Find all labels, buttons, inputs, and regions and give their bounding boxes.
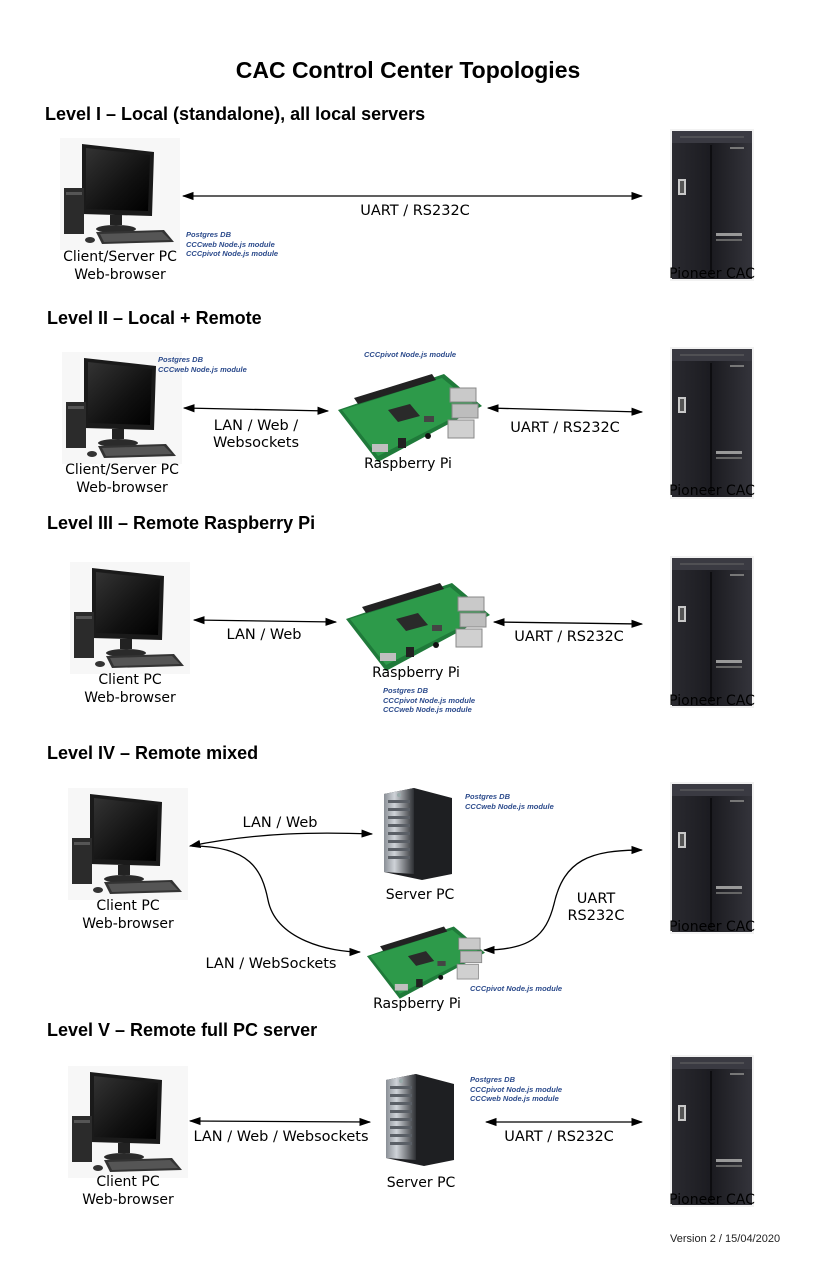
client-server-pc-label: Client/Server PC Web-browser <box>65 462 179 496</box>
server-pc-icon <box>386 1074 454 1166</box>
client-pc-icon <box>68 788 188 900</box>
link-label-uart: UART / RS232C <box>360 203 470 219</box>
pioneer-cac-icon <box>669 128 755 282</box>
link-label-uart: UART / RS232C <box>504 1129 614 1145</box>
raspberry-pi-icon <box>345 582 491 672</box>
link-pc-pi-arrow <box>182 404 330 415</box>
link-pi-cac-arrow <box>482 845 644 955</box>
client-server-pc-icon <box>60 138 180 250</box>
link-label-lan-web: LAN / Web <box>242 815 318 831</box>
page-title: CAC Control Center Topologies <box>235 57 581 83</box>
level-2-heading: Level II – Local + Remote <box>47 308 262 328</box>
level-3-heading: Level III – Remote Raspberry Pi <box>47 513 316 533</box>
link-label-uart: UART / RS232C <box>510 420 620 436</box>
link-pc-server-arrow <box>188 829 374 848</box>
link-pi-cac-arrow <box>492 618 644 628</box>
pioneer-cac-icon <box>669 1054 755 1208</box>
version-label: Version 2 / 15/04/2020 <box>670 1233 781 1245</box>
client-pc-icon <box>68 1066 188 1178</box>
link-pc-pi-arrow <box>191 845 362 957</box>
raspberry-pi-label: Raspberry Pi <box>372 665 460 681</box>
link-pc-server-arrow <box>188 1116 372 1127</box>
link-label-lan-web-websockets: LAN / Web / Websockets <box>212 418 300 451</box>
server-software-notes: Postgres DB CCCweb Node.js module <box>465 792 554 811</box>
server-pc-icon <box>384 788 452 880</box>
client-pc-label: Client PC Web-browser <box>84 672 176 706</box>
client-pc-label: Client PC Web-browser <box>82 1174 174 1208</box>
pioneer-cac-icon <box>669 346 755 500</box>
software-notes: Postgres DB CCCweb Node.js module CCCpiv… <box>186 230 279 258</box>
client-server-pc-label: Client/Server PC Web-browser <box>63 249 177 283</box>
pioneer-cac-label: Pioneer CAC <box>669 919 755 935</box>
level-5-heading: Level V – Remote full PC server <box>47 1020 318 1040</box>
client-pc-icon <box>70 562 190 674</box>
pc-software-notes: Postgres DB CCCweb Node.js module <box>158 355 247 374</box>
link-label-lan-websockets: LAN / WebSockets <box>205 956 337 972</box>
pioneer-cac-label: Pioneer CAC <box>669 483 755 499</box>
link-pc-pi-arrow <box>192 616 338 626</box>
link-label-uart: UART / RS232C <box>514 629 624 645</box>
server-pc-label: Server PC <box>386 1175 456 1191</box>
link-label-lan-web-websockets: LAN / Web / Websockets <box>193 1129 369 1145</box>
pioneer-cac-label: Pioneer CAC <box>669 266 755 282</box>
pi-software-notes: CCCpivot Node.js module <box>470 984 563 993</box>
pioneer-cac-icon <box>669 781 755 935</box>
raspberry-pi-label: Raspberry Pi <box>364 456 452 472</box>
raspberry-pi-icon <box>337 373 483 463</box>
raspberry-pi-icon <box>366 926 486 1000</box>
level-1-heading: Level I – Local (standalone), all local … <box>45 104 426 124</box>
pioneer-cac-label: Pioneer CAC <box>669 1192 755 1208</box>
server-pc-label: Server PC <box>385 887 455 903</box>
link-label-lan-web: LAN / Web <box>226 627 302 643</box>
pioneer-cac-icon <box>669 555 755 709</box>
link-pi-cac-arrow <box>486 404 644 416</box>
level-4-heading: Level IV – Remote mixed <box>47 743 259 763</box>
server-software-notes: Postgres DB CCCpivot Node.js module CCCw… <box>470 1075 563 1103</box>
pi-software-notes: Postgres DB CCCpivot Node.js module CCCw… <box>383 686 476 714</box>
link-label-uart-rs232c: UART RS232C <box>567 891 625 924</box>
raspberry-pi-label: Raspberry Pi <box>373 996 461 1012</box>
client-pc-label: Client PC Web-browser <box>82 898 174 932</box>
pioneer-cac-label: Pioneer CAC <box>669 693 755 709</box>
pi-software-notes: CCCpivot Node.js module <box>364 350 457 359</box>
